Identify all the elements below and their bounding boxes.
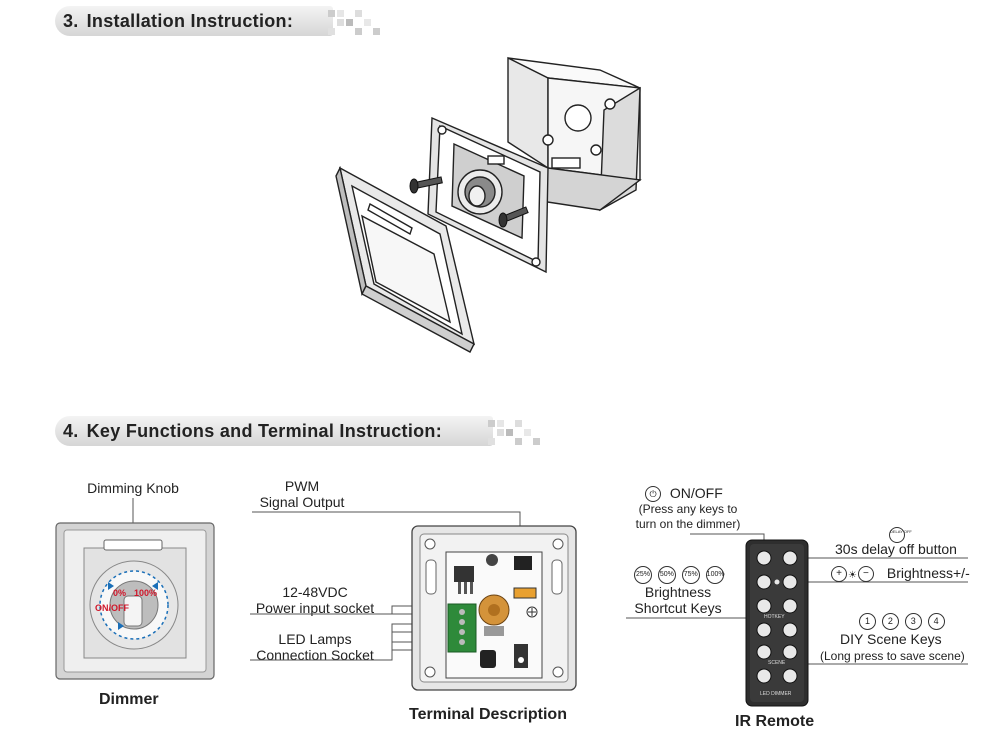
onoff-note-line1: (Press any keys to — [638, 502, 738, 516]
led-connection-label: LED Lamps Connection Socket — [248, 631, 382, 663]
remote-hotkey-text: HOTKEY — [764, 614, 785, 620]
shortcut-label: Brightness Shortcut Keys — [626, 584, 730, 616]
scene-1-icon: 1 — [859, 612, 876, 630]
delay-off-icon-glyph: DELAY OFF — [889, 527, 912, 544]
wall-mount-box — [506, 56, 642, 212]
mounting-screw-right — [498, 206, 529, 228]
knob-zero-mark: 0% — [113, 588, 127, 598]
knob-full-mark: 100% — [134, 588, 158, 598]
shortcut-75-icon: 75% — [681, 566, 700, 585]
pwm-label-line1: PWM — [284, 478, 320, 494]
delay-off-icon: DELAY OFF — [888, 526, 912, 544]
knob-onoff-mark: ON/OFF — [95, 603, 129, 613]
onoff-note: (Press any keys to turn on the dimmer) — [626, 502, 750, 532]
section-3-title: Installation Instruction: — [86, 10, 294, 31]
shortcut-label-line2: Shortcut Keys — [634, 600, 722, 616]
section-3-header: 3. Installation Instruction: — [55, 6, 333, 36]
shortcut-icons-row: 25% 50% 75% 100% — [633, 566, 725, 585]
brightness-label: Brightness+/- — [886, 565, 970, 581]
scene-4-icon: 4 — [927, 612, 945, 630]
onoff-label: ON/OFF — [669, 485, 723, 501]
onoff-note-line2: turn on the dimmer) — [635, 517, 741, 531]
section-4-title: Key Functions and Terminal Instruction: — [86, 420, 443, 441]
remote-scene-text: SCENE — [768, 660, 786, 666]
sun-icon: ☀ — [848, 570, 857, 581]
led-connection-line2: Connection Socket — [256, 647, 374, 663]
dimming-knob-label: Dimming Knob — [87, 480, 179, 496]
shortcut-label-line1: Brightness — [644, 584, 712, 600]
terminal-caption: Terminal Description — [409, 706, 567, 723]
section-4-number: 4. — [63, 420, 79, 441]
ir-remote-caption: IR Remote — [735, 713, 815, 730]
shortcut-25-icon: 25% — [634, 566, 652, 585]
onoff-label-row: ⏻ ON/OFF — [644, 485, 723, 503]
scene-note: (Long press to save scene) — [820, 649, 965, 663]
scene-icons-row: 1 2 3 4 — [858, 612, 946, 630]
pwm-label-line2: Signal Output — [259, 494, 345, 510]
shortcut-100-icon: 100% — [705, 566, 725, 585]
power-input-line1: 12-48VDC — [282, 584, 348, 600]
power-input-line2: Power input socket — [255, 600, 375, 616]
scene-3-icon: 3 — [904, 612, 922, 630]
brightness-minus-icon: − — [857, 566, 874, 583]
dimmer-caption: Dimmer — [99, 691, 159, 708]
section-3-decor-dots — [328, 10, 380, 35]
scene-label: DIY Scene Keys — [840, 631, 942, 647]
brightness-plus-icon: + — [831, 566, 847, 583]
remote-brand-text: LED DIMMER — [760, 691, 792, 697]
pwm-label: PWM Signal Output — [250, 478, 354, 510]
front-cover-frame — [335, 165, 476, 353]
section-4-header: 4. Key Functions and Terminal Instructio… — [55, 416, 493, 446]
delay-off-label: 30s delay off button — [835, 541, 957, 557]
section-4-decor-dots — [488, 420, 540, 445]
shortcut-50-icon: 50% — [657, 566, 676, 585]
power-icon: ⏻ — [645, 486, 661, 503]
led-connection-line1: LED Lamps — [278, 631, 352, 647]
scene-2-icon: 2 — [881, 612, 899, 630]
mounting-screw-left — [409, 176, 443, 194]
section-3-number: 3. — [63, 10, 79, 31]
power-input-label: 12-48VDC Power input socket — [248, 584, 382, 616]
brightness-row: +☀− Brightness+/- — [830, 565, 970, 584]
